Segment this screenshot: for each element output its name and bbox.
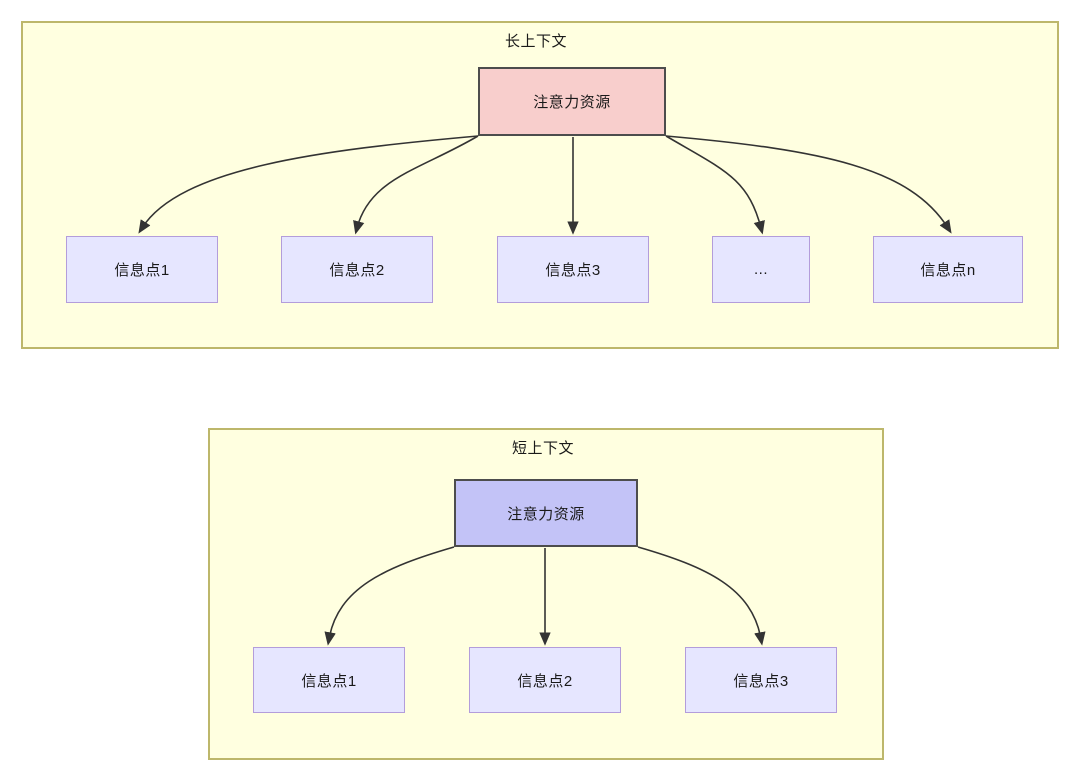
node-long-info-point-ellipsis[interactable]: ... (712, 236, 810, 303)
node-long-info-point-n[interactable]: 信息点n (873, 236, 1023, 303)
node-long-info-point-2[interactable]: 信息点2 (281, 236, 433, 303)
node-long-info-point-1[interactable]: 信息点1 (66, 236, 218, 303)
node-long-attention-resource[interactable]: 注意力资源 (478, 67, 666, 136)
node-short-info-point-1[interactable]: 信息点1 (253, 647, 405, 713)
node-short-info-point-2[interactable]: 信息点2 (469, 647, 621, 713)
panel-long-context-title: 长上下文 (505, 33, 568, 50)
node-short-info-point-3[interactable]: 信息点3 (685, 647, 837, 713)
node-long-info-point-3[interactable]: 信息点3 (497, 236, 649, 303)
node-short-attention-resource[interactable]: 注意力资源 (454, 479, 638, 547)
panel-short-context-title: 短上下文 (512, 440, 575, 457)
